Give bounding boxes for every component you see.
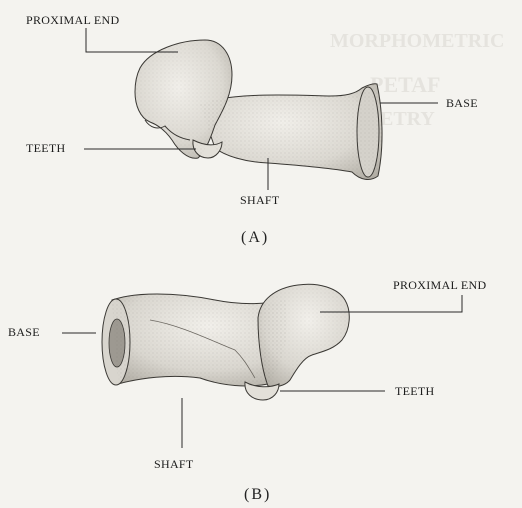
label-b-shaft: SHAFT (154, 457, 194, 472)
label-a-teeth: TEETH (26, 141, 66, 156)
label-b-base: BASE (8, 325, 40, 340)
caption-b: (B) (244, 486, 271, 504)
caption-a: (A) (241, 229, 269, 247)
label-b-teeth: TEETH (395, 384, 435, 399)
label-b-proximal-end: PROXIMAL END (393, 278, 487, 293)
label-a-shaft: SHAFT (240, 193, 280, 208)
label-a-base: BASE (446, 96, 478, 111)
label-a-proximal-end: PROXIMAL END (26, 13, 120, 28)
bone-b (102, 284, 349, 400)
bone-a (135, 40, 382, 179)
